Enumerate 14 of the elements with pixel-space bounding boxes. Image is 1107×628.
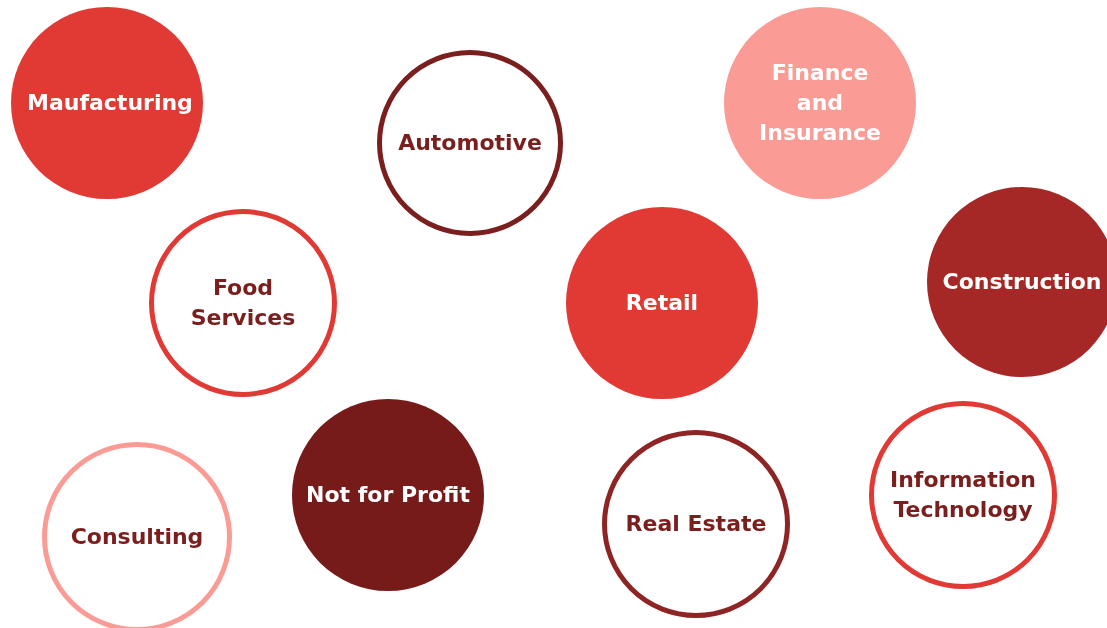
industry-label: Construction	[942, 268, 1102, 297]
industry-label: Not for Profit	[306, 481, 470, 510]
industry-circle	[377, 50, 563, 236]
industry-circle	[149, 209, 337, 397]
industry-label: Information Technology	[889, 466, 1037, 524]
industry-label: Finance and Insurance	[758, 59, 882, 147]
industry-circle	[869, 401, 1057, 589]
industry-circle	[42, 442, 232, 628]
industry-label: Consulting	[70, 523, 204, 552]
industry-label: Automotive	[398, 129, 542, 158]
industry-label: Retail	[625, 289, 699, 318]
industry-label: Food Services	[189, 274, 297, 332]
industry-circle	[602, 430, 790, 618]
industry-label: Real Estate	[625, 510, 767, 539]
